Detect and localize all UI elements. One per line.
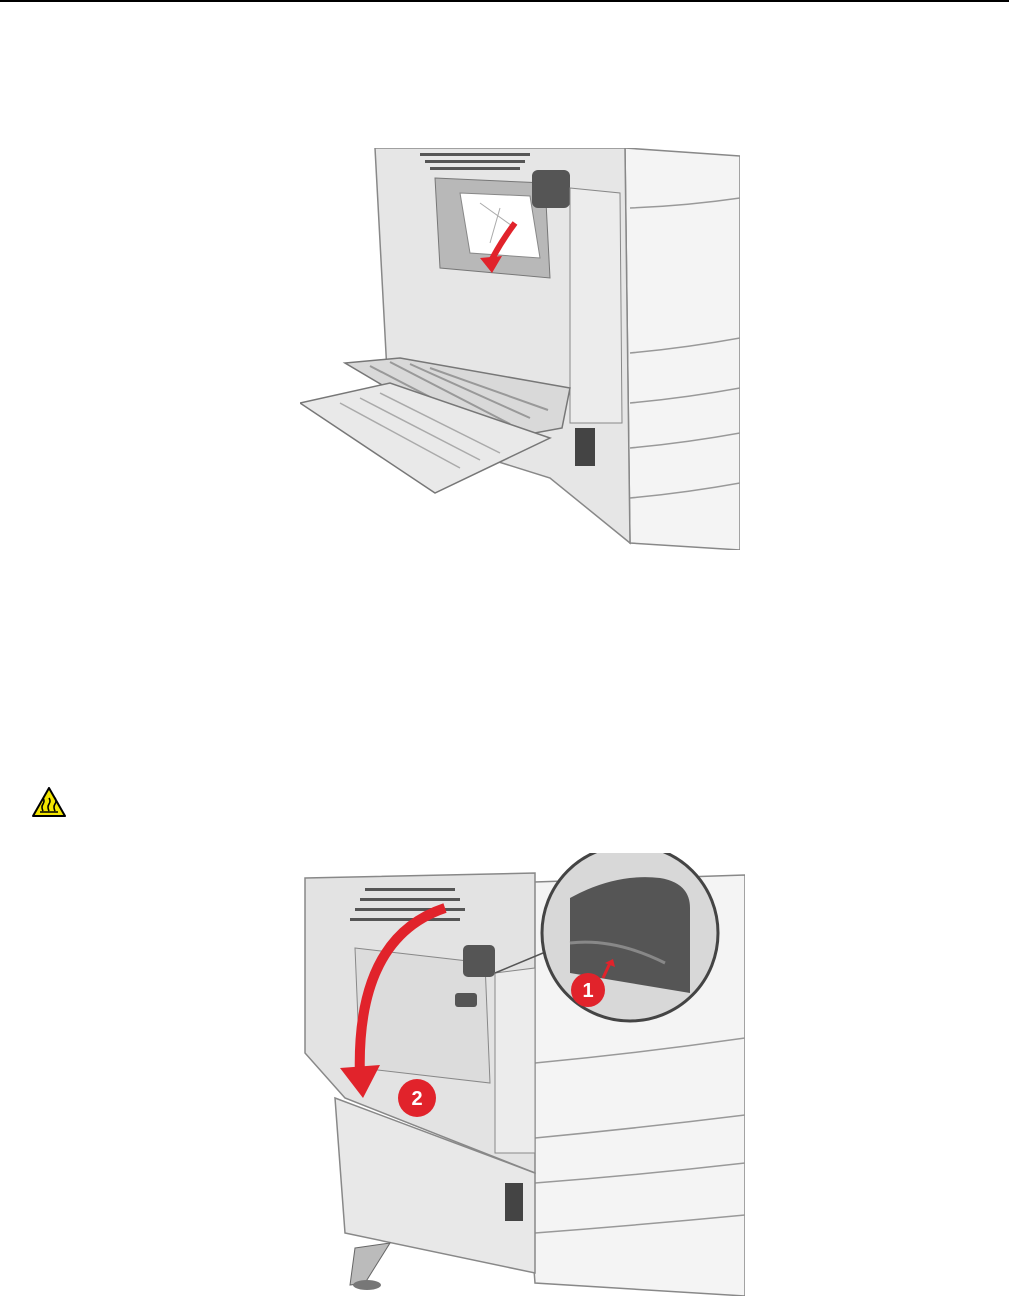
jammed-paper-illustration bbox=[300, 148, 740, 550]
callout-1-label: 1 bbox=[582, 980, 593, 1002]
close-door-illustration: 1 2 bbox=[295, 853, 745, 1296]
hot-surface-warning-icon bbox=[32, 787, 66, 817]
top-rule bbox=[0, 0, 1009, 2]
callout-2-label: 2 bbox=[411, 1088, 422, 1110]
